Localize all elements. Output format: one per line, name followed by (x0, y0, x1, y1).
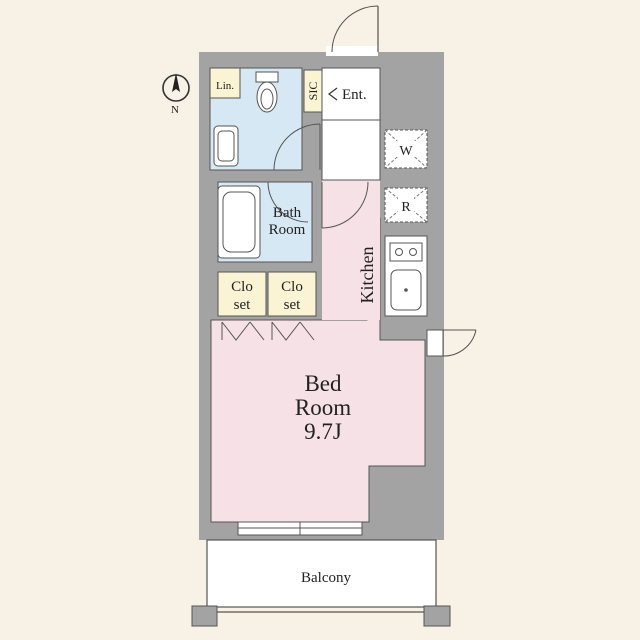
burner-left-icon (395, 248, 403, 256)
closet-1-door-swing (221, 321, 265, 341)
closet-2-label-line1: Clo (281, 279, 303, 295)
toilet-bowl-icon (256, 81, 278, 113)
compass-needle-icon (172, 73, 180, 92)
kitchen-label: Kitchen (357, 247, 377, 304)
fridge-label: R (401, 200, 411, 215)
corridor-door-swing (321, 181, 369, 229)
side-door (426, 329, 477, 357)
closet-1-label-line2: set (234, 297, 251, 313)
bathtub-icon (217, 185, 261, 259)
washer-label: W (399, 144, 413, 159)
balcony-wall-left (191, 605, 218, 627)
entrance-door (326, 5, 379, 56)
bath-room: Bath Room (217, 181, 369, 263)
closet-2-door-swing (271, 321, 315, 341)
sic-closet: SIC (303, 69, 323, 113)
toilet-tank-icon (255, 71, 279, 83)
bath-label-line2: Room (269, 222, 306, 238)
compass: N (162, 73, 190, 116)
washbasin-icon (213, 125, 239, 167)
toilet-seat-icon (260, 88, 274, 110)
washbasin-inner-icon (217, 130, 235, 162)
entrance-door-swing (331, 5, 379, 53)
washer-label-bg (396, 141, 416, 157)
balcony-label: Balcony (301, 570, 351, 586)
closets: Clo set Clo set (217, 271, 317, 341)
side-door-gap (426, 329, 444, 357)
balcony-wall-right (423, 605, 451, 627)
closet-2-floor (267, 271, 317, 317)
bedroom-label-line2: Room (295, 395, 351, 420)
balcony: Balcony (191, 539, 451, 627)
burner-right-icon (409, 248, 417, 256)
bedroom-size-label: 9.7J (304, 419, 342, 444)
entrance-arrow-icon (328, 87, 338, 101)
linen-shelf (209, 67, 241, 99)
bedroom-label-line1: Bed (304, 371, 342, 396)
fridge-label-bg (398, 198, 414, 213)
entrance-door-gap (326, 46, 378, 56)
closet-1-label-line1: Clo (231, 279, 253, 295)
entrance-label: Ent. (342, 87, 367, 103)
compass-north-label: N (171, 104, 179, 116)
toilet-room: Lin. (209, 67, 321, 171)
closet-2-label-line2: set (284, 297, 301, 313)
sink-drain-icon (404, 288, 408, 292)
side-door-swing (442, 329, 477, 357)
toilet-door-swing (273, 123, 321, 171)
washer-cross-1 (384, 129, 428, 169)
bath-label-line1: Bath (273, 205, 302, 221)
kitchen-area: Kitchen R (322, 180, 428, 320)
entrance: Ent. W (321, 67, 428, 181)
bath-door-swing (267, 181, 309, 223)
sic-floor (303, 69, 323, 113)
entrance-step (321, 119, 381, 181)
kitchen-floor (322, 180, 380, 320)
balcony-floor (206, 539, 437, 608)
bathtub-inner-icon (222, 191, 256, 253)
stove-icon (389, 242, 423, 262)
balcony-window (237, 521, 363, 536)
linen-label: Lin. (216, 80, 234, 92)
washer-cross-2 (384, 129, 428, 169)
sic-label: SIC (306, 82, 320, 101)
closet-1-floor (217, 271, 267, 317)
